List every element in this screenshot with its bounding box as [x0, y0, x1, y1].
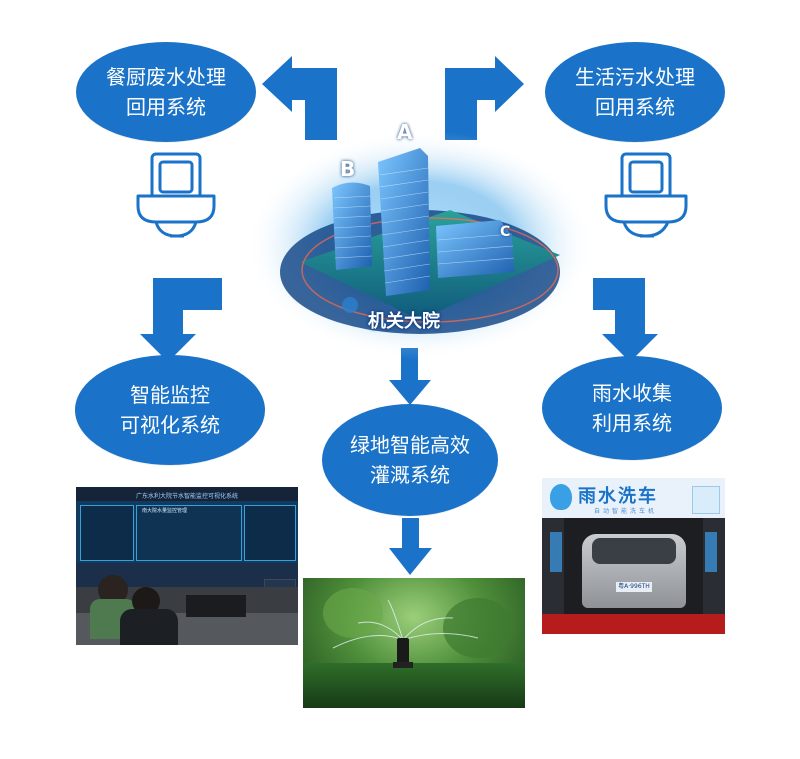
node-domestic-line1: 生活污水处理	[575, 65, 695, 89]
building-a-label: A	[397, 120, 413, 144]
node-rain-line2: 利用系统	[592, 411, 672, 435]
irrigation-photo	[303, 578, 525, 708]
carwash-logo	[692, 486, 720, 514]
monitor-screen-title: 广东水利大院节水智能监控可视化系统	[135, 493, 238, 500]
arrow-to-monitor	[140, 278, 222, 362]
arrow-to-kitchen	[262, 56, 337, 140]
node-rain-line1: 雨水收集	[592, 381, 672, 405]
node-irrigation-line2: 灌溉系统	[370, 463, 450, 487]
carwash-sign-sub: 自动智能洗车机	[594, 508, 658, 515]
arrow-to-irrigation-photo	[389, 518, 432, 575]
node-domestic-wastewater: 生活污水处理 回用系统	[545, 42, 725, 142]
node-smart-monitoring: 智能监控 可视化系统	[75, 355, 265, 465]
arrow-to-domestic	[445, 56, 524, 140]
node-kitchen-line1: 餐厨废水处理	[106, 65, 226, 89]
monitoring-room-photo: 广东水利大院节水智能监控可视化系统 南大院水量监控管理	[76, 487, 298, 645]
monitor-panel-title: 南大院水量监控管理	[142, 508, 188, 514]
toilet-icon-left	[136, 152, 216, 238]
center-label: 机关大院	[368, 311, 440, 332]
node-monitor-line2: 可视化系统	[120, 413, 220, 437]
toilet-icon-right	[604, 152, 688, 238]
sprinkler-spray	[332, 599, 479, 649]
arrow-to-irrigation	[389, 348, 431, 405]
arrow-to-rain	[593, 278, 658, 362]
license-plate: 粤A·996TH	[616, 582, 652, 592]
node-kitchen-line2: 回用系统	[126, 95, 206, 119]
node-kitchen-wastewater: 餐厨废水处理 回用系统	[76, 42, 256, 142]
car-wash-photo: 雨水洗车 自动智能洗车机 粤A·996TH	[542, 478, 725, 634]
node-smart-irrigation: 绿地智能高效 灌溉系统	[322, 404, 498, 516]
water-drop-icon	[550, 484, 572, 510]
node-rainwater: 雨水收集 利用系统	[542, 356, 722, 460]
carwash-sign-title: 雨水洗车	[578, 486, 658, 507]
node-domestic-line2: 回用系统	[595, 95, 675, 119]
node-monitor-line1: 智能监控	[130, 383, 210, 407]
building-b-label: B	[340, 157, 356, 181]
building-c-label: C	[500, 224, 511, 240]
node-irrigation-line1: 绿地智能高效	[350, 433, 470, 457]
campus-illustration	[245, 130, 595, 360]
